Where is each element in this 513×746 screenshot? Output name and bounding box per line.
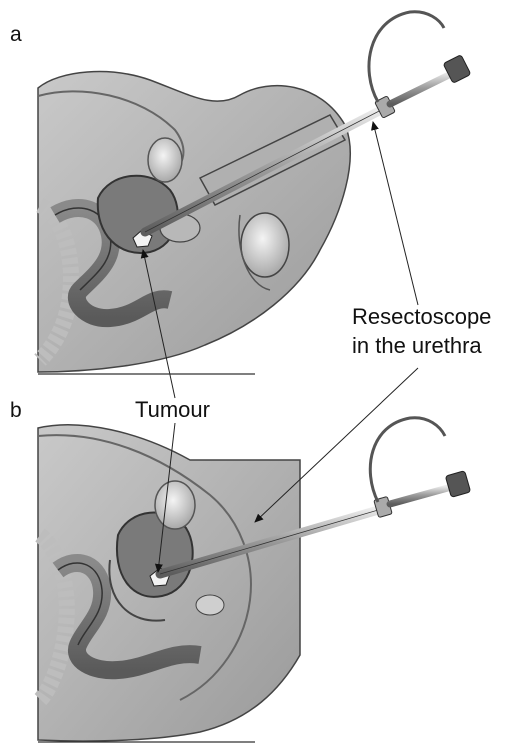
panel-a-label: a	[10, 24, 22, 45]
resectoscope-leader-b	[255, 368, 418, 522]
panel-b-eyepiece	[445, 471, 470, 498]
panel-a-light-cable	[369, 12, 444, 102]
panel-a-resectoscope-telescope	[390, 72, 455, 104]
resectoscope-leader-a	[373, 122, 418, 305]
panel-a-pubic-bone	[148, 138, 182, 182]
panel-a-testis	[241, 213, 289, 277]
resectoscope-callout-line1: Resectoscope	[352, 303, 491, 331]
resectoscope-callout-line2: in the urethra	[352, 332, 482, 360]
panel-b-label: b	[10, 400, 22, 421]
tumour-callout: Tumour	[135, 396, 210, 424]
panel-b-resectoscope-telescope	[390, 486, 455, 504]
panel-b-illustration	[38, 418, 471, 741]
panel-b-pubic-bone	[155, 481, 195, 529]
